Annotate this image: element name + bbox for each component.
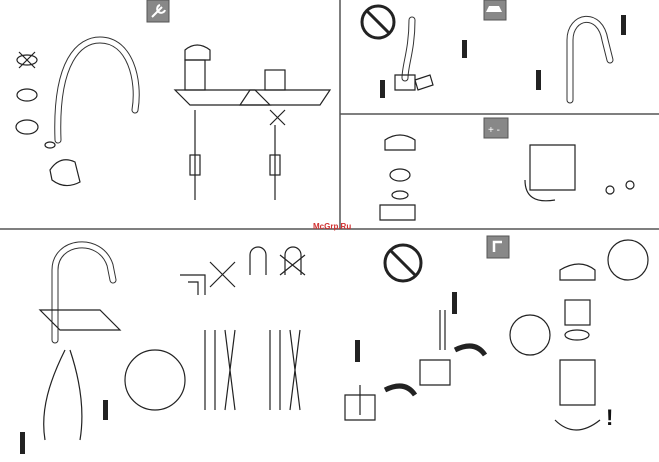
thermometer-icon — [452, 292, 457, 314]
wrench-icon — [146, 0, 170, 23]
parts-exploded — [15, 51, 56, 149]
hex-key-icon — [486, 235, 510, 259]
angle-valve-illustration — [380, 16, 467, 98]
thermometer-icon — [355, 340, 360, 362]
thermometer-icon — [20, 432, 25, 454]
no-spray-icon — [355, 243, 457, 362]
faucet-spout-illustration — [49, 36, 140, 187]
thermometer-icon — [621, 15, 626, 35]
cartridge-adjust-illustration — [379, 134, 635, 221]
faucet-installed-illustration — [20, 241, 186, 454]
cartridge-replacement-illustration: ! — [509, 239, 649, 431]
thermometer-icon — [462, 40, 467, 58]
thermometer-icon — [380, 80, 385, 98]
thermometer-icon — [103, 400, 108, 420]
plus-minus-icon: + - — [483, 117, 509, 139]
watermark: McGrp.Ru — [313, 222, 352, 231]
plus-minus-label: + - — [488, 125, 500, 136]
no-hot-water-icon — [360, 4, 396, 40]
faucet-mounting-illustration — [173, 44, 332, 200]
faucet-temperature-illustration — [536, 15, 626, 104]
valve-flush-illustration — [344, 310, 488, 421]
warning-exclamation-icon: ! — [606, 405, 613, 430]
spray-icon — [483, 0, 507, 21]
thermometer-icon — [536, 70, 541, 90]
hoses-illustration — [180, 246, 306, 411]
